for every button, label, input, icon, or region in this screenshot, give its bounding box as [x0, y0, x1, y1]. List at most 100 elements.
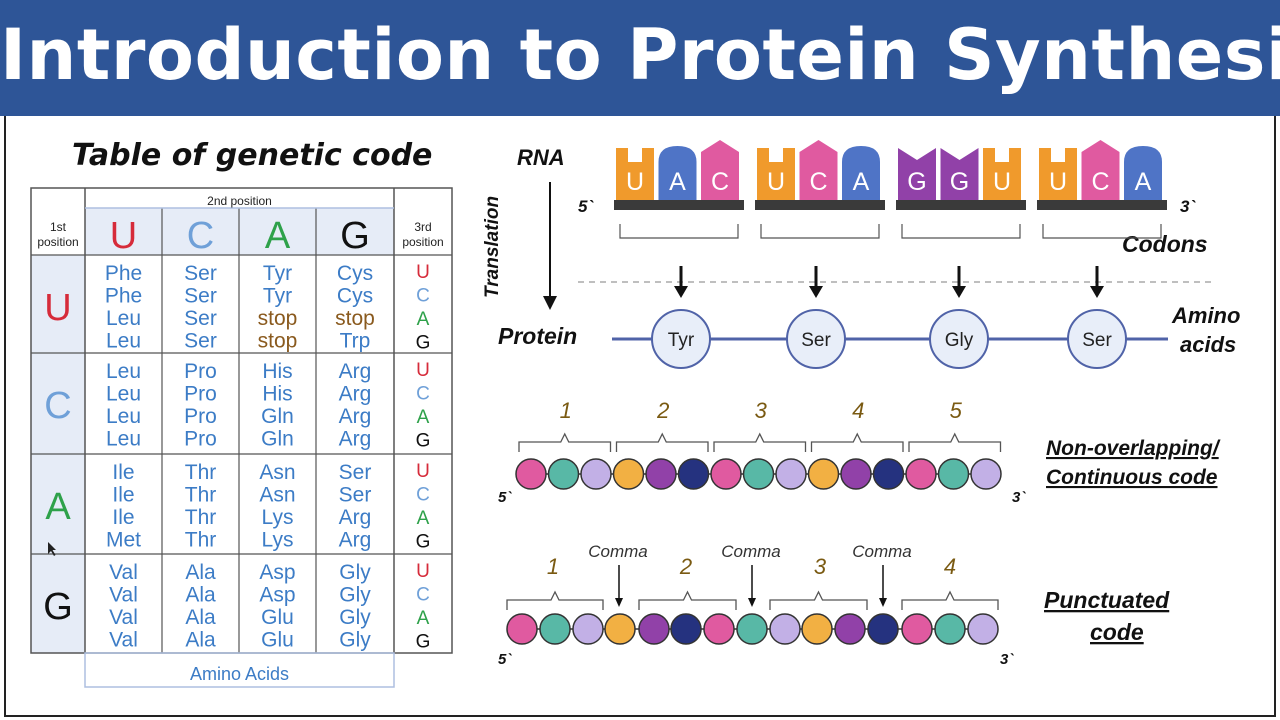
codon-base-u [983, 148, 1021, 200]
codon-number: 3 [755, 398, 768, 423]
third-position-base: U [416, 360, 430, 381]
bead-purple [638, 613, 670, 645]
bead-purple [840, 458, 872, 490]
codon-base-letter: U [767, 168, 785, 196]
codon-brace [638, 590, 737, 610]
third-position-base: G [416, 333, 431, 354]
codon-bracket [619, 224, 739, 239]
third-position-base: G [416, 532, 431, 553]
bead-teal [539, 613, 571, 645]
amino-acid-cell: Tyr [263, 262, 292, 285]
amino-acid-cell: Arg [339, 506, 372, 529]
amino-acid-cell: Val [109, 629, 138, 652]
codon-base-a [1124, 146, 1162, 200]
amino-acid-label: Tyr [668, 330, 695, 351]
amino-acid-cell: Asn [259, 461, 295, 484]
codon-base-a [842, 146, 880, 200]
bead-pink [703, 613, 735, 645]
amino-acid-cell: Lys [262, 529, 294, 552]
first-position-label: 1st [50, 220, 67, 234]
amino-acid-node [1067, 309, 1127, 369]
arrow-down-icon [674, 286, 688, 298]
amino-acid-cell: Ser [184, 262, 217, 285]
codon-base-c [701, 140, 739, 200]
amino-acid-cell: Ser [184, 285, 217, 308]
title-banner: Introduction to Protein Synthesis [0, 0, 1280, 116]
bead-navy [670, 613, 702, 645]
amino-acid-cell: Ser [339, 461, 372, 484]
bead-pink [710, 458, 742, 490]
cursor-icon [48, 542, 56, 556]
codon-brace [901, 590, 999, 610]
codon-base-u [1039, 148, 1077, 200]
bead-teal [742, 458, 775, 490]
translation-label: Translation [482, 196, 503, 298]
amino-acid-cell: Ala [185, 606, 216, 629]
bead-lavender [775, 458, 807, 490]
amino-acid-cell: Met [106, 529, 141, 552]
third-position-label: position [402, 235, 443, 249]
arrow-down-icon [748, 598, 756, 607]
footer-box [84, 652, 395, 688]
amino-acid-cell: Arg [339, 428, 372, 451]
amino-acids-label: Amino [1171, 303, 1240, 328]
amino-acid-cell: Pro [184, 360, 217, 383]
protein-label: Protein [498, 323, 577, 349]
codon-number: 5 [950, 398, 963, 423]
codon-base-c [1081, 140, 1120, 200]
content-frame [4, 116, 1276, 717]
third-position-base: U [416, 461, 430, 482]
codon-number: 1 [560, 398, 572, 423]
amino-acid-cell: Pro [184, 405, 217, 428]
amino-acid-cell: Arg [339, 405, 372, 428]
bead-purple [645, 458, 677, 490]
amino-acid-cell: Ser [184, 330, 217, 353]
codon-brace [518, 432, 612, 452]
codon-base-letter: A [853, 168, 870, 196]
bead-yellow [612, 458, 645, 490]
codon-base-letter: A [669, 168, 686, 196]
amino-acid-label: Gly [945, 330, 974, 351]
translation-diagram: RNA5`3`TranslationProteinCodonsAminoacid… [482, 140, 1240, 369]
second-position-base: C [187, 215, 214, 257]
amino-acid-cell: Arg [339, 383, 372, 406]
amino-acid-cell: Phe [105, 262, 142, 285]
first-position-label: position [37, 235, 78, 249]
amino-acid-cell: Ala [185, 629, 216, 652]
third-position-base: G [416, 632, 431, 653]
amino-acid-cell: Ile [112, 461, 134, 484]
amino-acid-cell: Ser [339, 484, 372, 507]
bead-pink [901, 613, 933, 645]
punctuated-label: code [1090, 619, 1144, 645]
amino-acid-cell: Leu [106, 307, 141, 330]
amino-acid-node [786, 309, 846, 369]
amino-acid-cell: Glu [261, 629, 294, 652]
amino-acid-node [651, 309, 711, 369]
codon-base-letter: A [1135, 168, 1152, 196]
amino-acid-cell: Val [109, 584, 138, 607]
comma-label: Comma [852, 542, 912, 561]
third-position-base: C [416, 384, 430, 405]
table-title: Table of genetic code [72, 138, 433, 173]
third-position-label: 3rd [414, 220, 431, 234]
codon-base-letter: U [626, 168, 644, 196]
third-position-base: C [416, 585, 430, 606]
third-position-base: A [417, 508, 430, 529]
amino-acid-cell: His [262, 360, 292, 383]
amino-acid-cell: Ser [184, 307, 217, 330]
third-position-base: U [416, 262, 430, 283]
punctuated-label: Punctuated [1044, 587, 1170, 613]
bead-lavender [580, 458, 612, 490]
codon-brace [615, 432, 709, 452]
bead-lavender [970, 458, 1002, 490]
table-outline [30, 187, 453, 654]
amino-acid-cell: stop [335, 307, 375, 330]
first-position-base: A [45, 486, 71, 528]
codon-base-letter: C [809, 168, 827, 196]
bead-teal [736, 613, 768, 645]
codon-brace [908, 432, 1002, 452]
bead-purple [834, 613, 866, 645]
rna-backbone [896, 200, 1026, 210]
codon-base-letter: U [1049, 168, 1067, 196]
bead-pink [515, 458, 547, 490]
